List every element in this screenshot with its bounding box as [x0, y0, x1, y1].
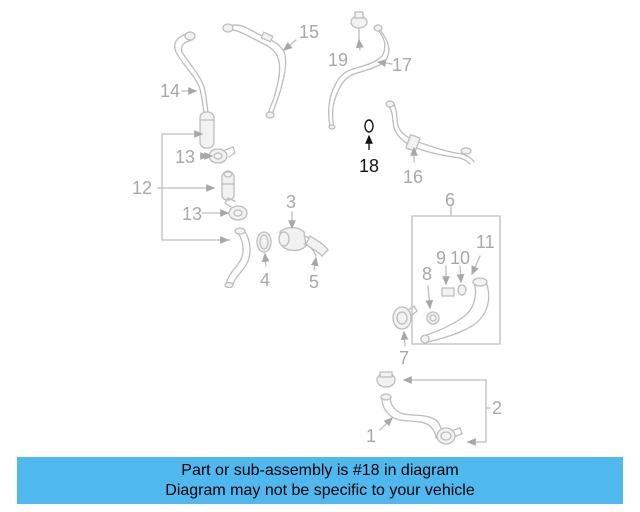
part-15-hose [222, 23, 287, 119]
part-12-lower-hose [224, 227, 251, 289]
callout-3: 3 [286, 192, 296, 212]
callout-13-lower: 13 [182, 204, 202, 224]
banner-line-disclaimer: Diagram may not be specific to your vehi… [165, 482, 475, 499]
callout-4: 4 [260, 270, 270, 290]
callout-18: 18 [359, 156, 379, 176]
callout-15: 15 [299, 22, 319, 42]
part-18-highlighted [364, 119, 374, 150]
part-2-clamp [436, 427, 463, 445]
callout-19: 19 [328, 50, 348, 70]
part-16-hose [385, 100, 475, 165]
part-4-o-ring [256, 231, 272, 253]
callout-8: 8 [422, 264, 432, 284]
part-13-clamp-upper [208, 146, 236, 164]
callout-2: 2 [492, 398, 502, 418]
callout-11: 11 [476, 232, 495, 252]
callout-7: 7 [399, 348, 409, 368]
part-17-tube [328, 24, 390, 130]
callout-16: 16 [403, 167, 423, 187]
part-12-hose-piece [221, 170, 235, 201]
callout-10: 10 [450, 248, 470, 268]
callout-13-upper: 13 [175, 147, 195, 167]
part-14-hose [174, 31, 215, 149]
part-6-hose-assembly [420, 277, 490, 344]
part-13-clamp-lower [224, 197, 248, 221]
part-7-clamp [392, 305, 418, 330]
part-5-hose [305, 235, 329, 257]
callout-6: 6 [445, 190, 455, 210]
callout-17: 17 [392, 55, 412, 75]
banner-line-part-number: Part or sub-assembly is #18 in diagram [181, 462, 459, 479]
part-2-bracket [402, 376, 491, 446]
callout-5: 5 [309, 272, 319, 292]
callout-12: 12 [132, 178, 152, 198]
callout-14: 14 [160, 81, 180, 101]
callout-1: 1 [366, 426, 376, 446]
part-12-bracket [157, 130, 231, 244]
part-6-assembly-box [411, 204, 501, 345]
part-1-hose [380, 393, 443, 439]
part-19-cap [350, 11, 368, 41]
part-2-cap [376, 371, 396, 388]
part-info-banner: Part or sub-assembly is #18 in diagram D… [17, 457, 623, 504]
callout-9: 9 [436, 248, 446, 268]
